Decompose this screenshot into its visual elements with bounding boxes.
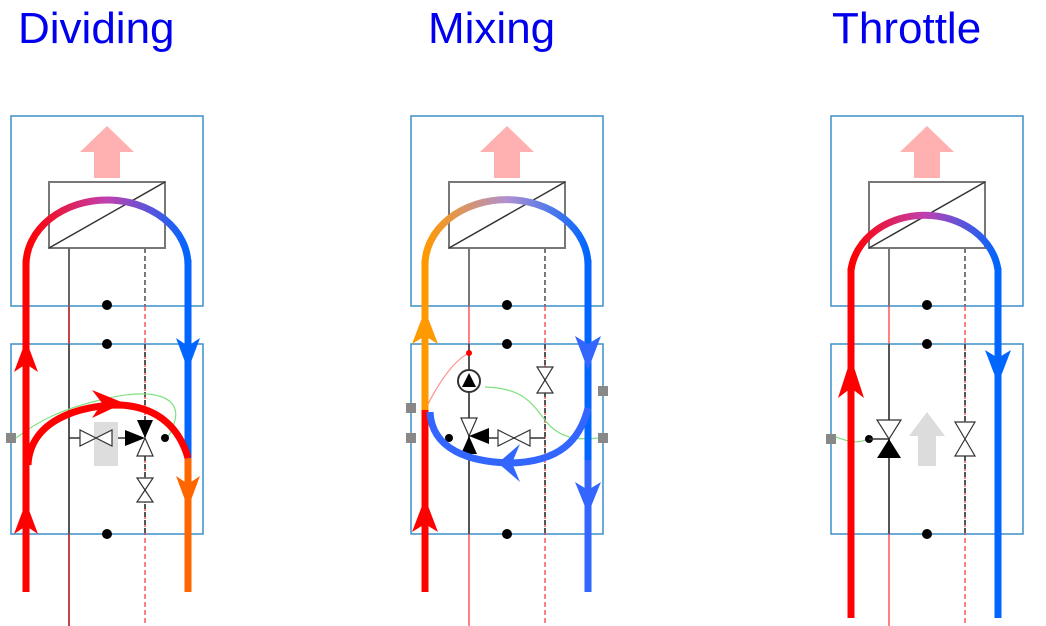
panel-dividing (6, 115, 204, 626)
panel-mixing (406, 115, 608, 626)
title-throttle: Throttle (832, 4, 982, 53)
heat-output-arrow-icon (80, 126, 134, 178)
heat-output-arrow-icon (480, 126, 534, 178)
title-mixing: Mixing (428, 4, 556, 53)
heat-output-arrow-icon (900, 126, 954, 178)
title-dividing: Dividing (18, 4, 175, 53)
panel-throttle (826, 115, 1024, 626)
three-way-valve-icon (125, 430, 145, 446)
